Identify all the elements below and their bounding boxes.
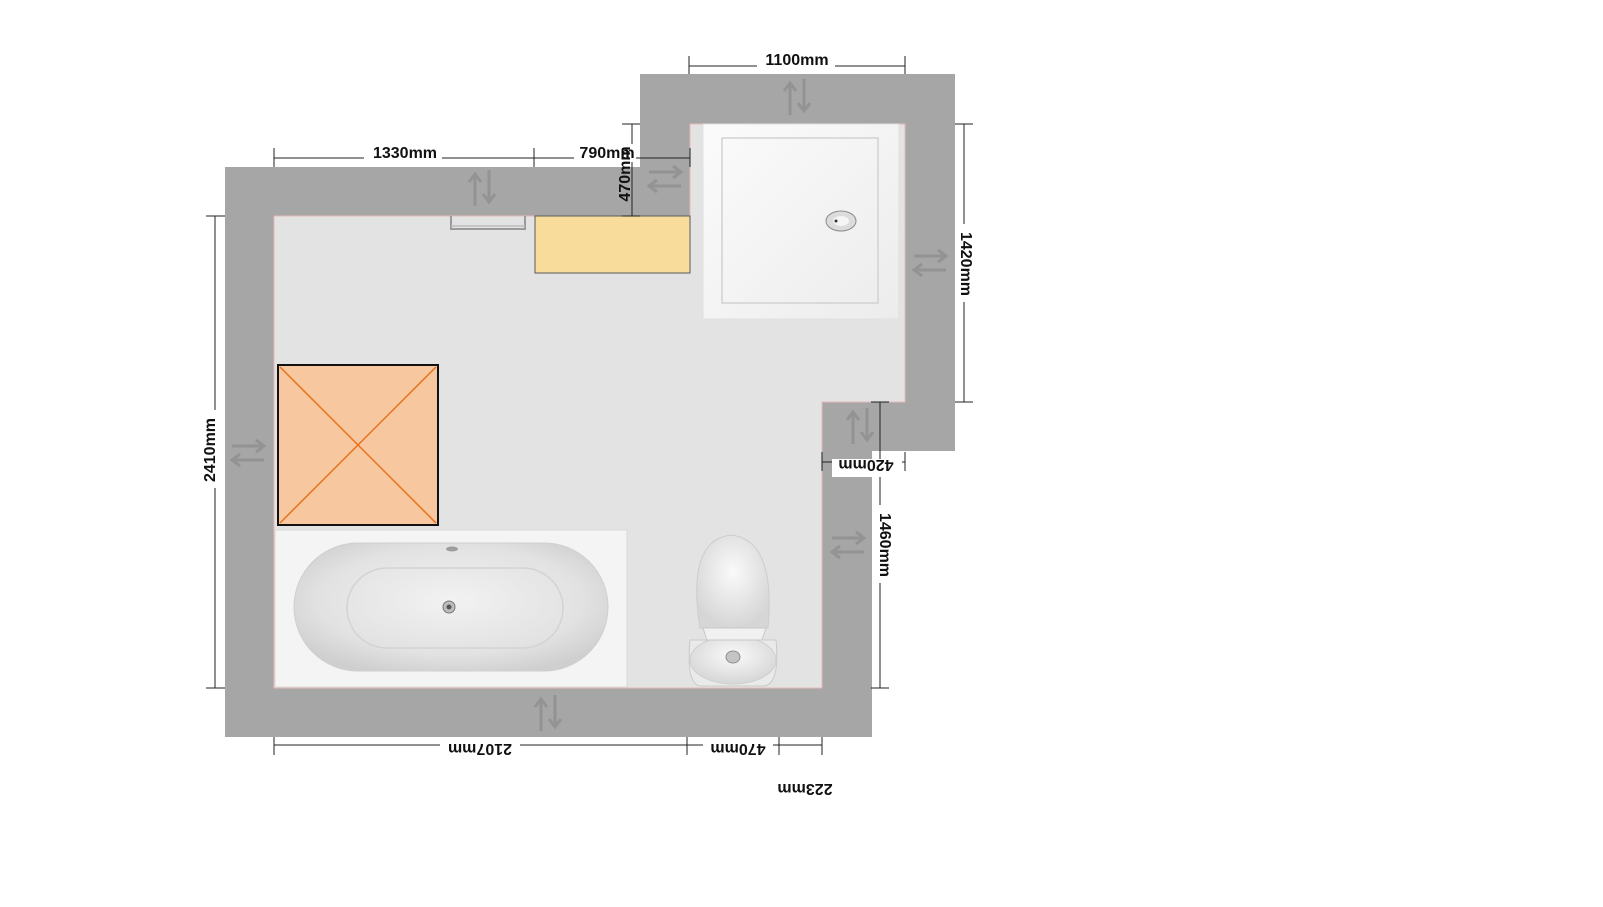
arrow-mark (533, 695, 563, 731)
toilet[interactable] (688, 534, 778, 687)
dim-left: 2410mm (202, 418, 219, 482)
shower-tray[interactable] (702, 123, 900, 320)
bathtub[interactable] (274, 529, 628, 688)
arrow-mark (845, 408, 875, 444)
tub-overflow (446, 546, 458, 552)
towel-rail[interactable] (450, 216, 526, 230)
arrow-mark (229, 438, 267, 468)
dim-right-upper: 1420mm (957, 232, 974, 296)
dim-notch-depth: 470mm (617, 146, 634, 201)
dimension-labels: 1330mm 790mm 1100mm 470mm 1420mm 420mm 1… (200, 52, 974, 797)
wall-arrows (229, 79, 949, 731)
dim-top-middle: 790mm (579, 145, 634, 162)
arrow-mark (829, 530, 867, 560)
ceiling-hatch[interactable] (277, 364, 439, 526)
arrow-mark (782, 79, 812, 115)
vanity-cabinet[interactable] (534, 215, 691, 274)
dim-bottom-right: 223mm (777, 780, 832, 797)
dim-right-lower: 1460mm (876, 513, 893, 577)
dim-bottom-left: 2107mm (448, 740, 512, 757)
dim-top-left: 1330mm (373, 145, 437, 162)
arrow-mark (467, 170, 497, 206)
dim-top-right: 1100mm (765, 52, 828, 69)
dim-step: 420mm (838, 456, 893, 473)
toilet-flush-button (725, 650, 741, 664)
dim-bottom-middle: 470mm (710, 740, 765, 757)
arrow-mark (646, 164, 684, 194)
arrow-mark (911, 248, 949, 278)
